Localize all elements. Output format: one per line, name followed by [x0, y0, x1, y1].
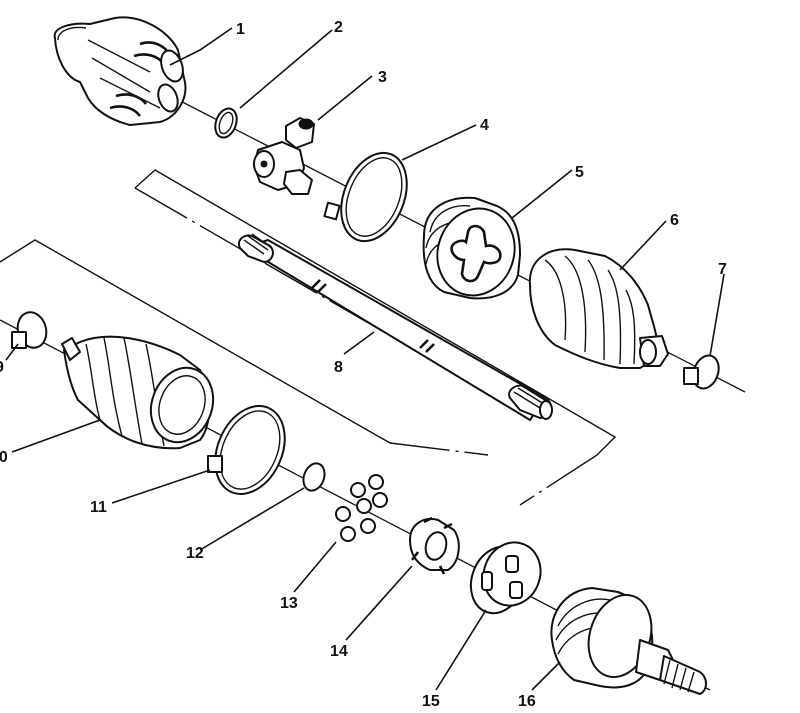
callout-6: 6 — [670, 212, 679, 229]
callout-5: 5 — [575, 164, 584, 181]
axle-shaft — [238, 233, 553, 421]
callout-2: 2 — [334, 19, 343, 36]
callout-labels: 1 2 3 4 5 6 7 8 9 10 11 12 13 14 15 16 — [0, 19, 727, 710]
outer-large-clamp — [207, 405, 286, 495]
callout-7: 7 — [718, 261, 727, 278]
snap-ring — [302, 462, 326, 492]
callout-4: 4 — [480, 117, 489, 134]
tripot-bushing — [422, 196, 521, 300]
callout-11: 11 — [90, 499, 107, 516]
callout-12: 12 — [186, 545, 204, 562]
tripot-housing — [53, 16, 187, 126]
callout-1: 1 — [236, 21, 245, 38]
balls — [335, 474, 388, 542]
inner-race — [409, 516, 460, 575]
callout-9: 9 — [0, 359, 4, 376]
outer-boot — [61, 335, 215, 450]
leader-lines — [5, 27, 725, 691]
small-boot-clamp — [683, 354, 720, 390]
callout-10: 10 — [0, 449, 8, 466]
large-boot-clamp — [323, 151, 408, 243]
callout-14: 14 — [330, 643, 348, 660]
inner-boot — [528, 248, 669, 369]
cage — [469, 541, 542, 615]
outer-small-clamp — [11, 311, 48, 349]
callout-13: 13 — [280, 595, 298, 612]
outer-race — [550, 587, 707, 695]
callout-3: 3 — [378, 69, 387, 86]
callout-15: 15 — [422, 693, 440, 710]
callout-16: 16 — [518, 693, 536, 710]
retaining-ring — [214, 107, 238, 139]
spider-assembly — [253, 117, 315, 195]
callout-8: 8 — [334, 359, 343, 376]
